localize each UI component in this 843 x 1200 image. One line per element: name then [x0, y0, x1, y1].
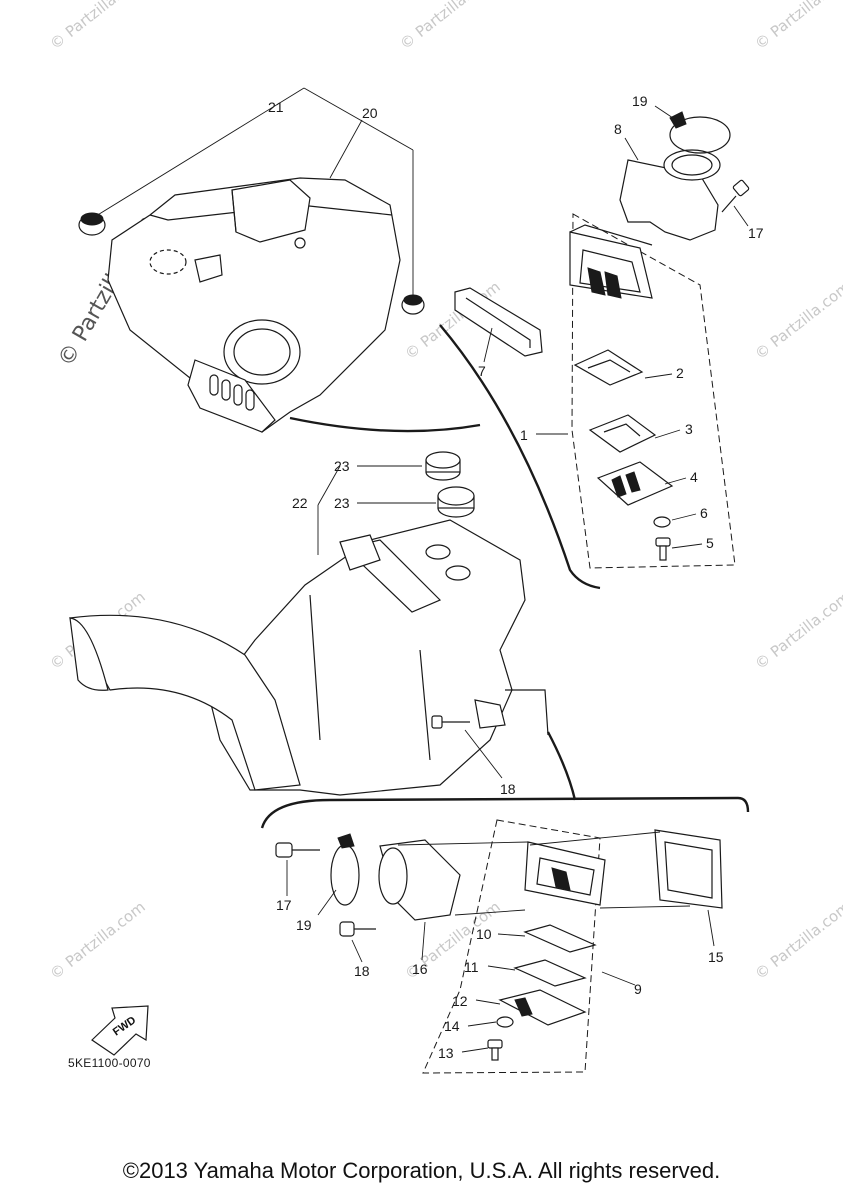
- callout-10: 10: [476, 926, 492, 942]
- reed-petal-10: [523, 924, 597, 953]
- callout-4: 4: [690, 469, 698, 485]
- watermark: © Partzilla.com: [46, 0, 148, 53]
- reed-valve-group-top: [569, 213, 736, 569]
- gasket-7: [454, 287, 543, 357]
- air-cleaner-case-middle: [69, 519, 549, 796]
- callout-15: 15: [708, 949, 724, 965]
- callout-2: 2: [676, 365, 684, 381]
- sweep-line: [546, 731, 577, 801]
- callout-7: 7: [478, 363, 486, 379]
- cap-23-lower: [437, 486, 475, 518]
- callout-14: 14: [444, 1018, 460, 1034]
- watermark: © Partzilla.com: [396, 0, 498, 53]
- callout-18: 18: [354, 963, 370, 979]
- grommet-21-left: [78, 212, 106, 236]
- reed-valve-group-bottom: [422, 819, 606, 1074]
- reed-stopper-4: [596, 461, 674, 506]
- washer-14: [496, 1016, 514, 1028]
- connector-lines: [397, 831, 691, 916]
- callout-6: 6: [700, 505, 708, 521]
- callout-22: 22: [292, 495, 308, 511]
- watermark: © Partzilla.com: [751, 0, 843, 53]
- reed-petal-11: [513, 959, 587, 987]
- callout-8: 8: [614, 121, 622, 137]
- callout-19: 19: [296, 917, 312, 933]
- air-cleaner-case-top: [107, 177, 401, 433]
- bolt-18-bottom: [339, 921, 376, 937]
- sweep-line: [260, 796, 750, 829]
- screw-5: [655, 537, 671, 561]
- cap-23-upper: [425, 451, 461, 481]
- watermark: © Partzilla.com: [751, 278, 843, 363]
- callout-16: 16: [412, 961, 428, 977]
- diagram-code: 5KE1100-0070: [68, 1056, 151, 1070]
- clamp-19-top: [669, 111, 731, 154]
- washer-6: [653, 516, 671, 528]
- joint-8: [619, 149, 721, 241]
- callout-5: 5: [706, 535, 714, 551]
- callout-9: 9: [634, 981, 642, 997]
- callout-12: 12: [452, 993, 468, 1009]
- bolt-17-bottom: [275, 842, 320, 858]
- callout-19: 19: [632, 93, 648, 109]
- callout-20: 20: [362, 105, 378, 121]
- watermark: © Partzilla.com: [751, 898, 843, 983]
- forward-direction-arrow: FWD: [91, 1005, 149, 1056]
- grommet-21-right: [401, 294, 425, 315]
- screw-13: [487, 1039, 503, 1061]
- callout-23: 23: [334, 495, 350, 511]
- copyright-notice: ©2013 Yamaha Motor Corporation, U.S.A. A…: [122, 1158, 721, 1183]
- callout-13: 13: [438, 1045, 454, 1061]
- callout-17: 17: [276, 897, 292, 913]
- callout-21: 21: [268, 99, 284, 115]
- reed-stopper-12: [498, 989, 587, 1026]
- clamp-19-bottom: [330, 833, 360, 906]
- callout-11: 11: [464, 959, 479, 975]
- callout-18: 18: [500, 781, 516, 797]
- sweep-line: [289, 416, 481, 433]
- vent-slots: [209, 374, 255, 411]
- callout-1: 1: [520, 427, 528, 443]
- callout-3: 3: [685, 421, 693, 437]
- reed-petal-3: [588, 414, 657, 453]
- gasket-15: [654, 829, 723, 909]
- sweep-line: [439, 324, 601, 590]
- callout-17: 17: [748, 225, 764, 241]
- joint-16: [378, 839, 461, 921]
- reed-petal-2: [573, 349, 644, 386]
- callout-23: 23: [334, 458, 350, 474]
- watermark: © Partzilla.com: [46, 898, 148, 983]
- bolt-18-middle: [431, 715, 470, 729]
- leader-lines: [95, 87, 749, 1053]
- callouts: 21 20 19 8 17 7 2 1 3 4 6 5 23 23 22 18 …: [268, 93, 764, 1061]
- bolt-17-top: [721, 179, 750, 213]
- watermark: © Partzilla.com: [751, 588, 843, 673]
